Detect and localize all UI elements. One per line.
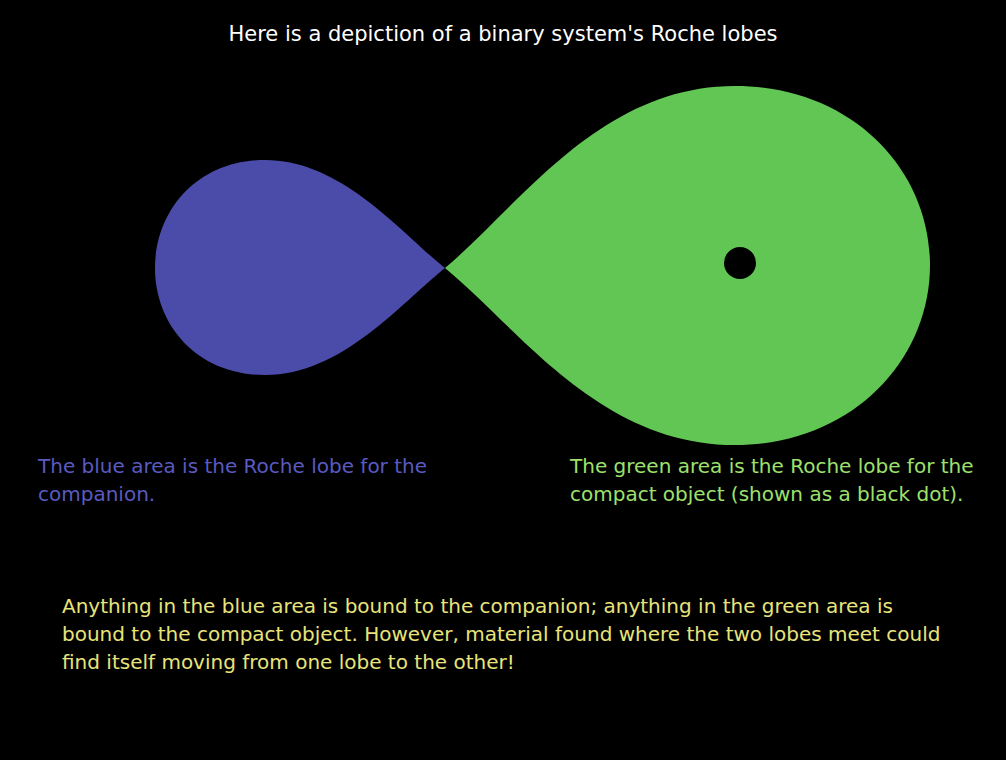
- companion-caption: The blue area is the Roche lobe for the …: [38, 452, 508, 508]
- companion-lobe: [155, 160, 445, 375]
- explanation-note: Anything in the blue area is bound to th…: [62, 592, 962, 676]
- compact-object-lobe: [445, 86, 930, 445]
- compact-object-caption: The green area is the Roche lobe for the…: [570, 452, 990, 508]
- compact-object-dot: [724, 247, 756, 279]
- title: Here is a depiction of a binary system's…: [0, 20, 1006, 48]
